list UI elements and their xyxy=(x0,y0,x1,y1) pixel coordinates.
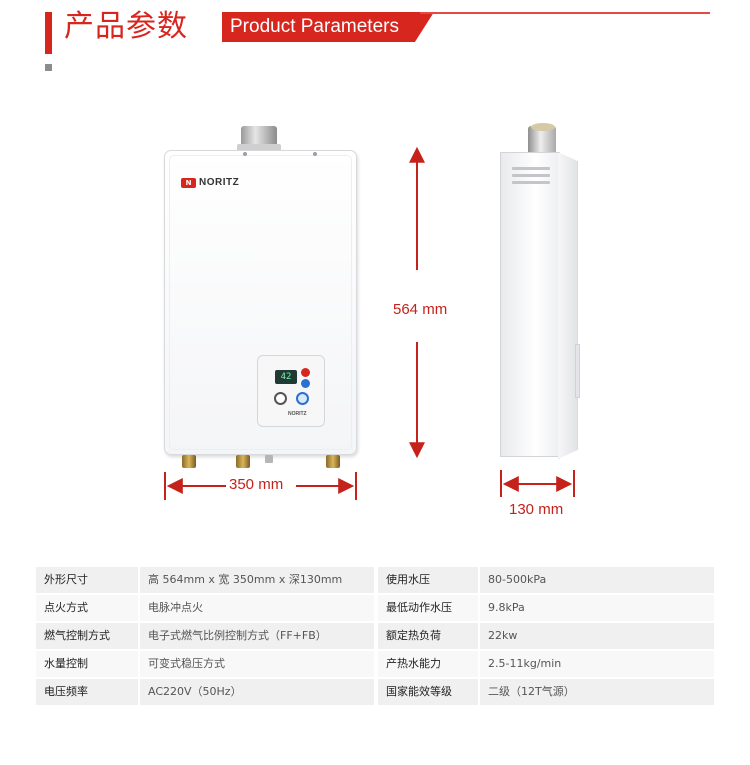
temperature-up-icon xyxy=(301,368,310,377)
width-label: 350 mm xyxy=(229,476,284,493)
spec-value: AC220V（50Hz） xyxy=(140,679,374,705)
header-divider xyxy=(420,12,710,14)
depth-label: 130 mm xyxy=(509,501,564,518)
height-label: 564 mm xyxy=(393,301,448,318)
table-row: 外形尺寸 高 564mm x 宽 350mm x 深130mm 使用水压 80-… xyxy=(36,567,714,593)
temperature-display: 42 xyxy=(275,370,297,384)
vent-slot-icon xyxy=(512,167,550,170)
vent-slot-icon xyxy=(512,174,550,177)
brand-logo: N NORITZ xyxy=(181,177,239,188)
spec-label: 最低动作水压 xyxy=(378,595,478,621)
spec-value: 80-500kPa xyxy=(480,567,714,593)
spec-label: 额定热负荷 xyxy=(378,623,478,649)
power-knob-icon xyxy=(274,392,287,405)
spec-value: 高 564mm x 宽 350mm x 深130mm xyxy=(140,567,374,593)
header-accent-bar xyxy=(45,12,52,54)
pipe-connector-icon xyxy=(236,455,250,468)
spec-label: 使用水压 xyxy=(378,567,478,593)
screw-icon xyxy=(313,152,317,156)
table-row: 水量控制 可变式稳压方式 产热水能力 2.5-11kg/min xyxy=(36,651,714,677)
spec-value: 电子式燃气比例控制方式（FF+FB） xyxy=(140,623,374,649)
spec-label: 外形尺寸 xyxy=(36,567,138,593)
page-title: 产品参数 xyxy=(64,9,188,44)
pipe-connector-icon xyxy=(265,455,273,463)
spec-value: 9.8kPa xyxy=(480,595,714,621)
water-knob-icon xyxy=(296,392,309,405)
pipe-connector-icon xyxy=(182,455,196,468)
pipe-connector-icon xyxy=(326,455,340,468)
spec-label: 点火方式 xyxy=(36,595,138,621)
brand-mark-icon: N xyxy=(181,177,196,188)
side-tab xyxy=(575,344,580,398)
brand-name: NORITZ xyxy=(199,177,240,188)
table-row: 电压频率 AC220V（50Hz） 国家能效等级 二级（12T气源） xyxy=(36,679,714,705)
side-flue-opening xyxy=(531,123,555,131)
page-title-english: Product Parameters xyxy=(222,12,434,42)
spec-label: 国家能效等级 xyxy=(378,679,478,705)
spec-value: 电脉冲点火 xyxy=(140,595,374,621)
spec-label: 燃气控制方式 xyxy=(36,623,138,649)
spec-value: 22kw xyxy=(480,623,714,649)
table-row: 燃气控制方式 电子式燃气比例控制方式（FF+FB） 额定热负荷 22kw xyxy=(36,623,714,649)
flue-collar xyxy=(237,144,281,152)
temperature-down-icon xyxy=(301,379,310,388)
control-panel xyxy=(257,355,325,427)
spec-label: 水量控制 xyxy=(36,651,138,677)
front-panel-border xyxy=(169,155,352,450)
spec-value: 可变式稳压方式 xyxy=(140,651,374,677)
spec-label: 电压频率 xyxy=(36,679,138,705)
panel-brand: NORITZ xyxy=(288,411,307,417)
spec-label: 产热水能力 xyxy=(378,651,478,677)
spec-value: 2.5-11kg/min xyxy=(480,651,714,677)
vent-slot-icon xyxy=(512,181,550,184)
spec-value: 二级（12T气源） xyxy=(480,679,714,705)
table-row: 点火方式 电脉冲点火 最低动作水压 9.8kPa xyxy=(36,595,714,621)
screw-icon xyxy=(243,152,247,156)
header-accent-dot xyxy=(45,64,52,71)
